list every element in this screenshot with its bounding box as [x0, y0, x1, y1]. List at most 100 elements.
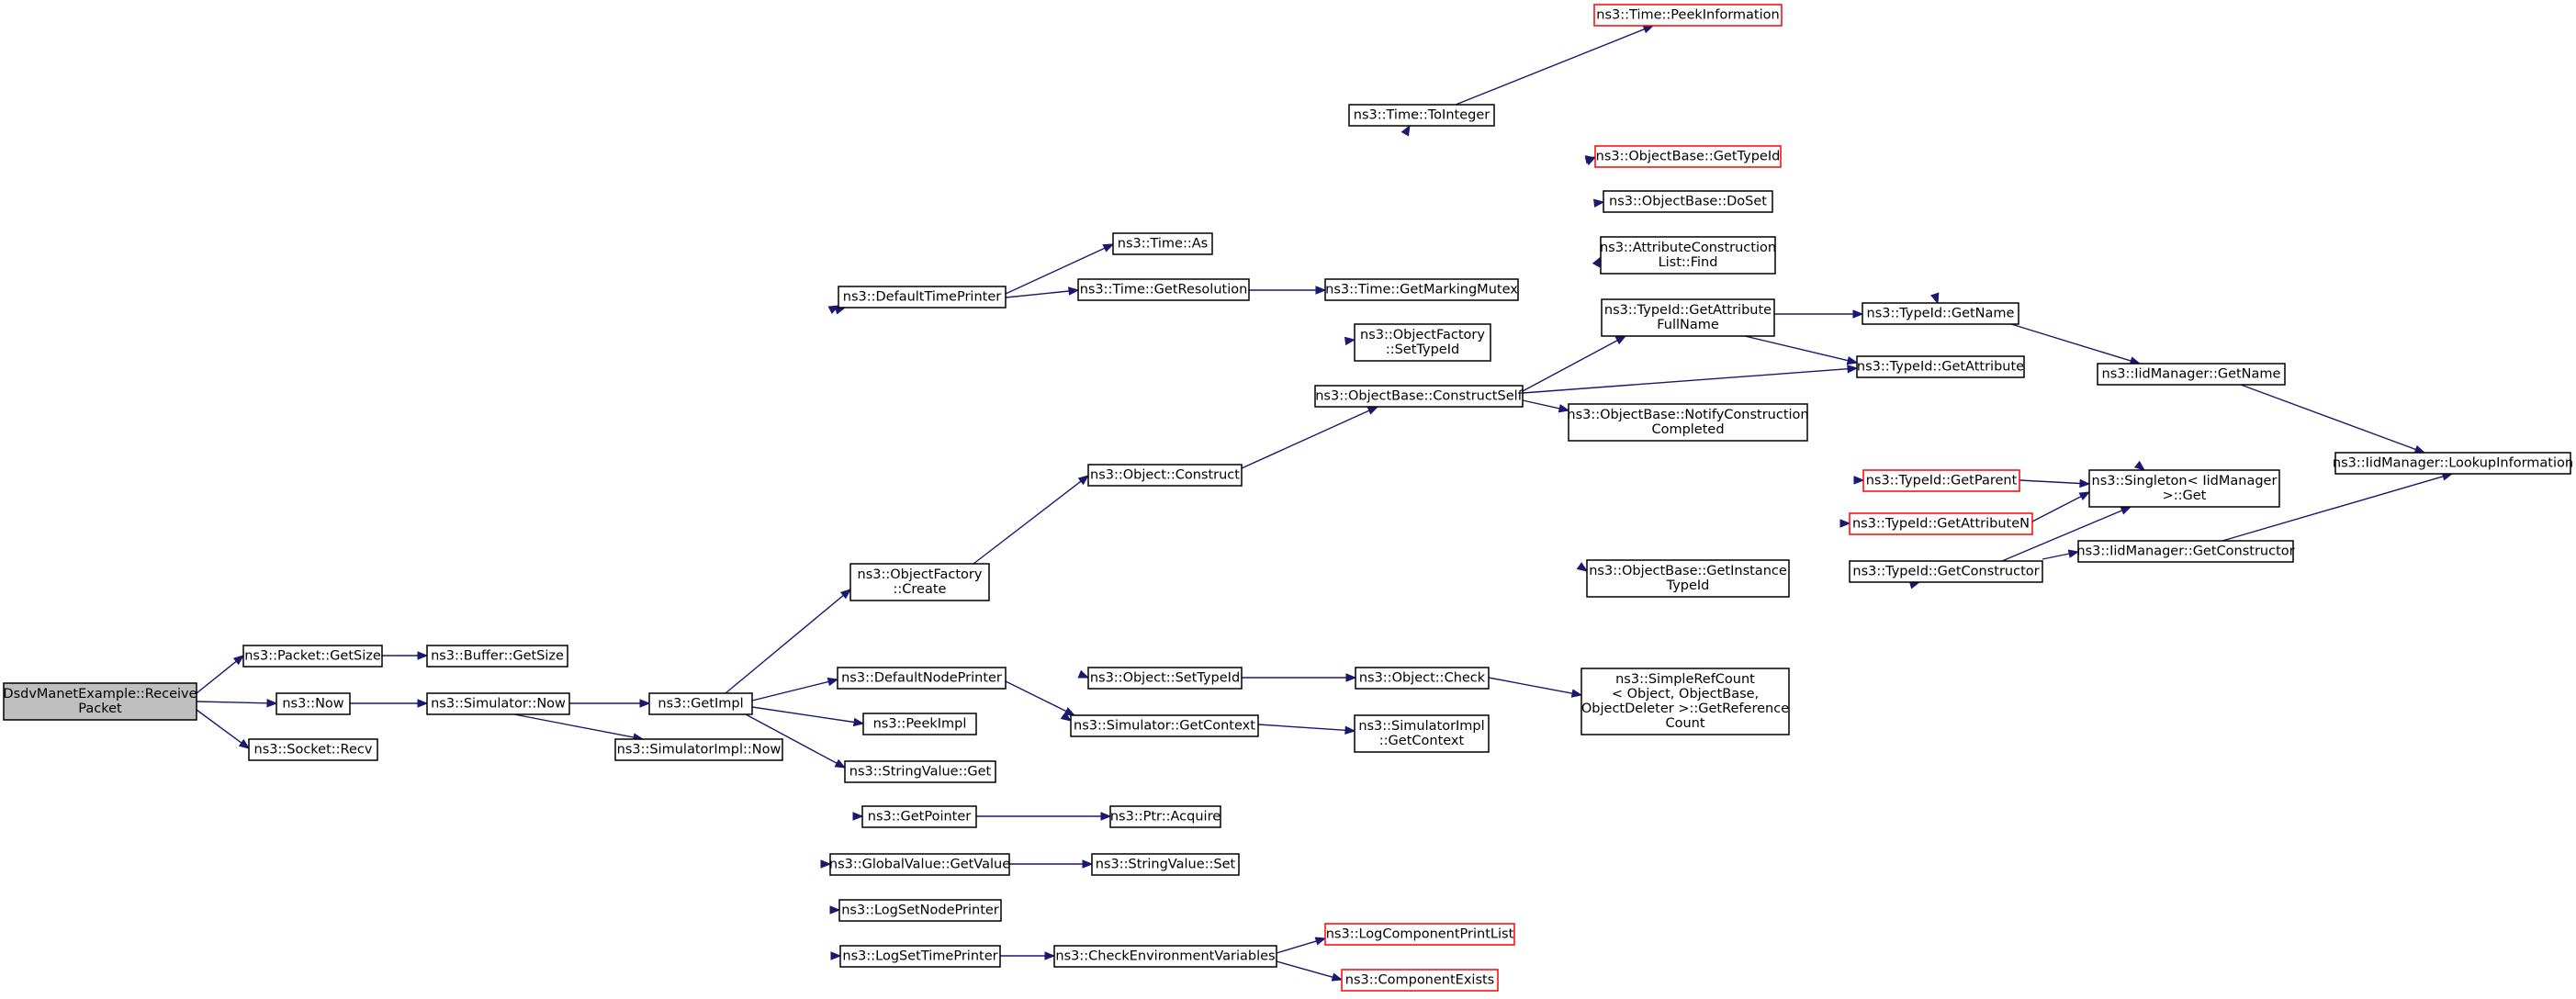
node-box	[1603, 190, 1773, 213]
function-node-pkt-getsize[interactable]: ns3::Packet::GetSize	[242, 645, 383, 668]
function-node-lc-printlist[interactable]: ns3::LogComponentPrintList	[1324, 923, 1515, 946]
function-node-sock-recv[interactable]: ns3::Socket::Recv	[248, 738, 378, 761]
function-node-default-np[interactable]: ns3::DefaultNodePrinter	[837, 667, 1007, 690]
node-label-line: ns3::Object::SetTypeId	[1090, 671, 1240, 686]
call-edge-getimpl-to-strval_get	[745, 713, 847, 769]
function-node-iid-getname[interactable]: ns3::IidManager::GetName	[2097, 363, 2286, 386]
call-edge-tid_getattrfull-to-tid_getname	[1774, 309, 1864, 319]
function-node-sim-now[interactable]: ns3::Simulator::Now	[426, 692, 570, 715]
function-node-tid-getctor[interactable]: ns3::TypeId::GetConstructor	[1849, 560, 2043, 583]
function-node-peekimpl[interactable]: ns3::PeekImpl	[862, 713, 977, 735]
function-node-ob-doset[interactable]: ns3::ObjectBase::DoSet	[1603, 190, 1773, 213]
node-label-line: ns3::StringValue::Set	[1096, 858, 1236, 872]
node-box	[1324, 278, 1519, 301]
call-edge-sim_now-to-getimpl	[569, 699, 651, 708]
node-label-line: ns3::TypeId::GetAttributeN	[1852, 517, 2030, 532]
function-node-ob-notify[interactable]: ns3::ObjectBase::NotifyConstructionCompl…	[1567, 403, 1809, 442]
node-label-line: ns3::TypeId::GetAttribute	[1604, 303, 1772, 318]
function-node-ob-gettypeid[interactable]: ns3::ObjectBase::GetTypeId	[1594, 145, 1782, 168]
function-node-time-peekinfo[interactable]: ns3::Time::PeekInformation	[1593, 4, 1783, 27]
node-box	[1600, 236, 1776, 275]
call-edge-getimpl-to-getpointer	[852, 812, 864, 821]
function-node-tid-getparent[interactable]: ns3::TypeId::GetParent	[1862, 469, 2020, 492]
function-node-objfac-create[interactable]: ns3::ObjectFactory::Create	[849, 563, 990, 601]
node-label-line: ns3::Simulator::GetContext	[1074, 719, 1255, 734]
function-node-ptr-acquire[interactable]: ns3::Ptr::Acquire	[1109, 805, 1221, 828]
function-node-logset-tp[interactable]: ns3::LogSetTimePrinter	[839, 945, 1001, 968]
node-box	[1594, 145, 1782, 168]
node-box	[839, 945, 1001, 968]
function-node-simimpl-now[interactable]: ns3::SimulatorImpl::Now	[614, 738, 783, 761]
call-edge-getimpl-to-gv_getvalue	[820, 859, 832, 869]
node-label-line: ns3::Object::Construct	[1090, 468, 1240, 483]
call-edge-pkt_getsize-to-buf_getsize	[382, 651, 429, 660]
function-node-objfac-settid[interactable]: ns3::ObjectFactory::SetTypeId	[1354, 323, 1491, 362]
node-box	[1593, 4, 1783, 27]
node-label-line: ns3::TypeId::GetParent	[1866, 474, 2018, 488]
node-label-line: Completed	[1651, 422, 1724, 437]
node-box	[1077, 278, 1250, 301]
node-box	[2088, 469, 2280, 508]
node-label-line: ns3::ObjectFactory	[858, 567, 983, 582]
function-node-obj-settypeid[interactable]: ns3::Object::SetTypeId	[1087, 667, 1243, 690]
node-label-line: ns3::Time::PeekInformation	[1596, 8, 1779, 23]
node-label-line: ns3::ObjectBase::GetTypeId	[1596, 150, 1781, 164]
function-node-obj-check[interactable]: ns3::Object::Check	[1355, 667, 1490, 690]
function-node-getpointer[interactable]: ns3::GetPointer	[861, 805, 977, 828]
function-node-now[interactable]: ns3::Now	[276, 692, 351, 715]
node-box	[1087, 667, 1243, 690]
function-node-getimpl[interactable]: ns3::GetImpl	[648, 692, 753, 715]
function-node-tid-getattrn[interactable]: ns3::TypeId::GetAttributeN	[1849, 512, 2033, 535]
node-label-line: ns3::LogSetNodePrinter	[841, 904, 999, 918]
function-node-iid-lookup[interactable]: ns3::IidManager::LookupInformation	[2333, 452, 2573, 475]
node-box	[838, 286, 1007, 309]
node-label-line: ns3::Time::GetMarkingMutex	[1325, 283, 1518, 297]
call-edge-objfac_settid-to-ob_gettypeid	[1584, 156, 1597, 166]
function-node-time-getres[interactable]: ns3::Time::GetResolution	[1077, 278, 1250, 301]
function-node-iid-getctor[interactable]: ns3::IidManager::GetConstructor	[2076, 540, 2295, 563]
node-label-line: ObjectDeleter >::GetReference	[1581, 702, 1789, 716]
function-node-time-as[interactable]: ns3::Time::As	[1112, 232, 1213, 255]
function-node-strval-set[interactable]: ns3::StringValue::Set	[1091, 853, 1240, 876]
call-edge-getimpl-to-peekimpl	[751, 706, 865, 727]
node-box	[2097, 363, 2286, 386]
call-edge-ob_constructself-to-ob_getinst	[1576, 562, 1589, 572]
function-node-sim-getctx[interactable]: ns3::Simulator::GetContext	[1070, 714, 1259, 737]
function-node-comp-exists[interactable]: ns3::ComponentExists	[1341, 969, 1499, 992]
function-node-checkenv[interactable]: ns3::CheckEnvironmentVariables	[1053, 945, 1277, 968]
function-node-obj-construct[interactable]: ns3::Object::Construct	[1087, 464, 1243, 487]
node-box	[1601, 298, 1775, 337]
call-edge-getimpl-to-default_tp	[834, 306, 847, 315]
node-label-line: ns3::StringValue::Get	[849, 765, 992, 780]
call-edge-time_toint-to-time_peekinfo	[1455, 25, 1655, 106]
function-node-default-tp[interactable]: ns3::DefaultTimePrinter	[838, 286, 1007, 309]
node-label-line: >::Get	[2163, 488, 2207, 503]
function-node-time-toint[interactable]: ns3::Time::ToInteger	[1348, 104, 1495, 127]
node-box	[1109, 805, 1221, 828]
function-node-simplerefcount[interactable]: ns3::SimpleRefCount< Object, ObjectBase,…	[1580, 668, 1790, 735]
function-node-strval-get[interactable]: ns3::StringValue::Get	[844, 760, 996, 783]
node-label-line: Count	[1665, 716, 1704, 731]
function-node-buf-getsize[interactable]: ns3::Buffer::GetSize	[426, 645, 568, 668]
function-node-singleton-get[interactable]: ns3::Singleton< IidManager>::Get	[2088, 469, 2280, 508]
function-node-logset-np[interactable]: ns3::LogSetNodePrinter	[838, 899, 1002, 922]
call-edge-default_tp-to-time_getres	[1005, 286, 1080, 298]
node-box	[648, 692, 753, 715]
node-box	[1087, 464, 1243, 487]
function-node-tid-getattr[interactable]: ns3::TypeId::GetAttribute	[1856, 355, 2025, 378]
node-label-line: ns3::Singleton< IidManager	[2092, 474, 2278, 488]
node-box	[1580, 668, 1790, 735]
node-box	[837, 667, 1007, 690]
function-node-gv-getvalue[interactable]: ns3::GlobalValue::GetValue	[829, 853, 1010, 876]
function-node-tid-getname[interactable]: ns3::TypeId::GetName	[1862, 302, 2019, 325]
node-label-line: ns3::ObjectBase::ConstructSelf	[1315, 389, 1523, 404]
function-node-ob-constructself[interactable]: ns3::ObjectBase::ConstructSelf	[1314, 385, 1524, 408]
node-box	[276, 692, 351, 715]
function-node-time-getmm[interactable]: ns3::Time::GetMarkingMutex	[1324, 278, 1519, 301]
function-node-simimpl-getctx[interactable]: ns3::SimulatorImpl::GetContext	[1354, 714, 1490, 753]
